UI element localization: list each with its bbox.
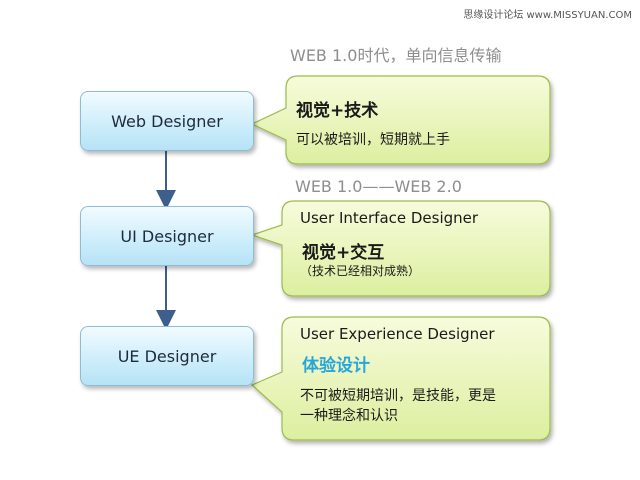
callout-ui: [250, 200, 551, 297]
callout-web-body: 可以被培训，短期就上手: [296, 132, 450, 148]
callout-web-heading: 视觉+技术: [296, 101, 379, 121]
caption-transition: WEB 1.0——WEB 2.0: [295, 177, 462, 196]
role-box-web-designer: Web Designer: [80, 91, 254, 151]
callout-ui-heading: 视觉+交互: [302, 243, 385, 263]
callout-ue: [250, 316, 551, 441]
callout-ui-english: User Interface Designer: [300, 209, 479, 227]
callout-ue-body-line2: 一种理念和认识: [300, 408, 398, 424]
callout-ue-english: User Experience Designer: [300, 325, 495, 343]
callout-ue-heading: 体验设计: [302, 356, 370, 376]
callout-ue-body-line1: 不可被短期培训，是技能，更是: [300, 388, 496, 404]
watermark: 思缘设计论坛 www.MISSYUAN.COM: [463, 10, 632, 21]
callout-ui-note: （技术已经相对成熟）: [300, 264, 421, 278]
role-box-ui-designer: UI Designer: [80, 206, 254, 266]
role-box-ue-designer: UE Designer: [80, 326, 254, 386]
caption-web1: WEB 1.0时代，单向信息传输: [290, 46, 502, 65]
callout-web: [250, 75, 551, 165]
